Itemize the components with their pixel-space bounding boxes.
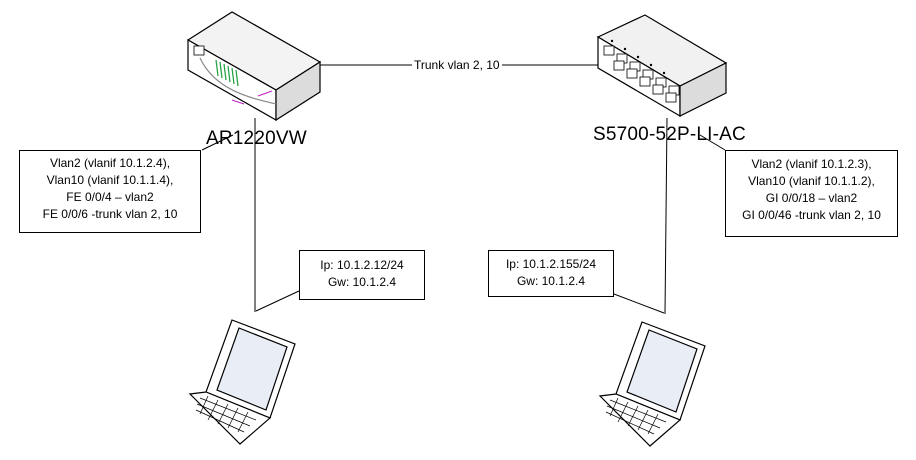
right-pc-gateway: Gw: 10.1.2.4	[516, 274, 586, 288]
right-pc-ip: Ip: 10.1.2.155/24	[505, 257, 597, 271]
right-pc-callout-line	[613, 293, 665, 314]
switch-config-line: Vlan10 (vlanif 10.1.1.2),	[748, 174, 875, 188]
router-name-label: AR1220VW	[206, 128, 307, 149]
router-callout-line	[201, 134, 234, 151]
router-config-line: Vlan2 (vlanif 10.1.2.4),	[49, 156, 171, 170]
switch-callout-line	[699, 134, 726, 151]
left-pc-ip-note: Ip: 10.1.2.12/24 Gw: 10.1.2.4	[299, 250, 425, 300]
router-icon	[186, 11, 322, 122]
left-pc-callout-line	[255, 290, 300, 312]
switch-config-note: Vlan2 (vlanif 10.1.2.3), Vlan10 (vlanif …	[725, 150, 898, 237]
switch-config-line: Vlan2 (vlanif 10.1.2.3),	[751, 157, 872, 171]
left-pc-gateway: Gw: 10.1.2.4	[327, 275, 397, 289]
switch-to-right-laptop-link	[664, 117, 668, 315]
switch-config-line: GI 0/0/18 – vlan2	[765, 191, 858, 205]
router-config-note: Vlan2 (vlanif 10.1.2.4), Vlan10 (vlanif …	[19, 150, 201, 233]
switch-config-line: GI 0/0/46 -trunk vlan 2, 10	[742, 208, 881, 222]
laptop-icon	[598, 321, 706, 447]
router-config-line: Vlan10 (vlanif 10.1.1.4),	[46, 173, 174, 187]
trunk-link-label: Trunk vlan 2, 10	[412, 58, 502, 72]
laptop-icon	[188, 319, 296, 445]
switch-icon	[596, 14, 728, 118]
router-config-line: FE 0/0/6 -trunk vlan 2, 10	[42, 207, 178, 221]
left-pc-ip: Ip: 10.1.2.12/24	[320, 258, 404, 272]
right-pc-ip-note: Ip: 10.1.2.155/24 Gw: 10.1.2.4	[488, 250, 614, 297]
router-config-line: FE 0/0/4 – vlan2	[66, 190, 154, 204]
switch-name-label: S5700-52P-LI-AC	[593, 124, 746, 145]
